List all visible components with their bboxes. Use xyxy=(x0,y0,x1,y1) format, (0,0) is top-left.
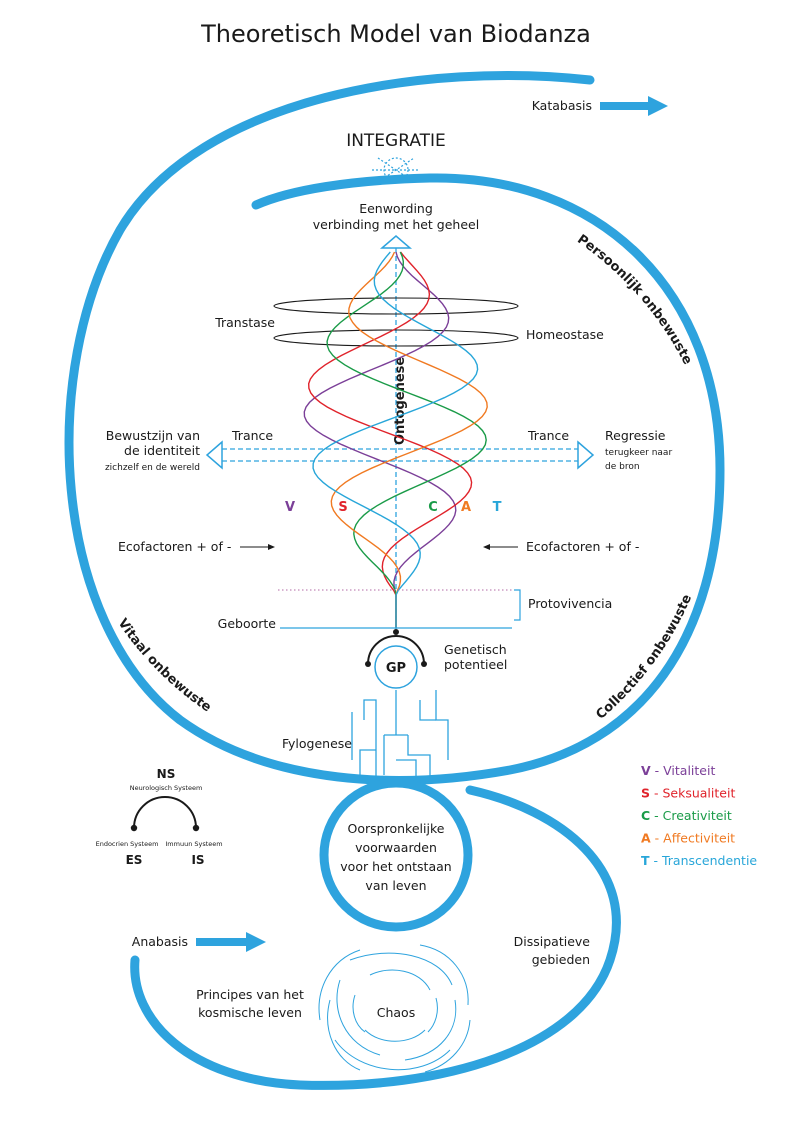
katabasis-label: Katabasis xyxy=(532,98,592,113)
helix-line-creativiteit xyxy=(326,251,487,628)
dissipatieve-line2: gebieden xyxy=(532,952,590,967)
gp-circle xyxy=(374,645,418,689)
helix-letter-c: C xyxy=(428,500,438,515)
homeostase-ellipse xyxy=(273,329,519,347)
fylogenese-tree xyxy=(351,690,449,780)
eenwording-line1: Eenwording xyxy=(359,201,433,216)
helix-letter-s: S xyxy=(338,500,347,515)
oorspronkelijke-line2: voorwaarden xyxy=(355,840,437,855)
principes-line1: Principes van het xyxy=(196,987,304,1002)
eenwording-line2: verbinding met het geheel xyxy=(313,217,479,232)
dissipatieve-line1: Dissipatieve xyxy=(514,934,591,949)
integration-symbol-icon xyxy=(372,157,420,183)
regressie-line2: terugkeer naar xyxy=(605,448,672,458)
fylogenese-label: Fylogenese xyxy=(282,736,352,751)
gp-arc-right-dot xyxy=(421,661,427,667)
anabasis-label: Anabasis xyxy=(132,934,188,949)
regressie-line3: de bron xyxy=(605,462,640,472)
legend: V - Vitaliteit S - Seksualiteit C - Creati… xyxy=(641,763,757,868)
helix-lines xyxy=(303,251,488,628)
legend-item-vitaliteit: V - Vitaliteit xyxy=(641,763,715,778)
transtase-label: Transtase xyxy=(214,315,275,330)
legend-item-creativiteit: C - Creativiteit xyxy=(641,808,732,823)
helix-line-transcendentie xyxy=(312,251,479,628)
trance-left-label: Trance xyxy=(231,428,273,443)
transtase-ellipse xyxy=(273,297,519,315)
genetisch-line1: Genetisch xyxy=(444,642,507,657)
genetisch-line2: potentieel xyxy=(444,657,507,672)
chaos-swirl-icon xyxy=(318,944,471,1073)
bewustzijn-line3: zichzelf en de wereld xyxy=(105,463,200,473)
helix-letter-v: V xyxy=(285,500,295,515)
regressie-line1: Regressie xyxy=(605,428,666,443)
right-arrow-icon xyxy=(577,440,595,470)
legend-item-seksualiteit: S - Seksualiteit xyxy=(641,786,735,801)
helix-line-vitaliteit xyxy=(303,251,457,628)
gp-label: GP xyxy=(386,661,406,676)
protovivencia-label: Protovivencia xyxy=(528,596,612,611)
chaos-label: Chaos xyxy=(377,1005,415,1020)
page-title: Theoretisch Model van Biodanza xyxy=(200,20,591,48)
small-circle xyxy=(319,778,473,932)
ontogenese-label: Ontogenese xyxy=(393,357,408,445)
geboorte-label: Geboorte xyxy=(218,616,277,631)
left-arrow-icon xyxy=(205,440,223,470)
gp-arc xyxy=(367,635,425,665)
protovivencia-bracket xyxy=(514,589,521,621)
ecofactoren-left-label: Ecofactoren + of - xyxy=(118,539,231,554)
main-spiral xyxy=(64,70,725,785)
ecofactoren-left-arrowhead-icon xyxy=(268,544,275,550)
ns-full-label: Neurologisch Systeem xyxy=(130,784,203,792)
lower-spiral xyxy=(130,785,621,1090)
bewustzijn-line1: Bewustzijn van xyxy=(106,428,200,443)
principes-line2: kosmische leven xyxy=(198,1005,302,1020)
oorspronkelijke-line3: voor het ontstaan xyxy=(340,859,451,874)
ecofactoren-right-label: Ecofactoren + of - xyxy=(526,539,639,554)
gp-origin-dot xyxy=(393,629,399,635)
anabasis-arrow xyxy=(196,932,266,952)
es-label: ES xyxy=(126,853,143,867)
bewustzijn-line2: de identiteit xyxy=(124,443,200,458)
is-label: IS xyxy=(191,853,204,867)
is-full-label: Immuun Systeem xyxy=(165,840,222,848)
ecofactoren-right-arrowhead-icon xyxy=(483,544,490,550)
legend-item-transcendentie: T - Transcendentie xyxy=(641,853,757,868)
ns-label: NS xyxy=(157,767,176,781)
legend-item-affectiviteit: A - Affectiviteit xyxy=(641,831,735,846)
helix-letter-t: T xyxy=(493,500,502,515)
ns-arc xyxy=(133,796,197,829)
es-dot xyxy=(130,824,138,832)
trance-right-label: Trance xyxy=(527,428,569,443)
gp-arc-left-dot xyxy=(365,661,371,667)
helix-line-affectiviteit xyxy=(330,251,488,628)
is-dot xyxy=(192,824,200,832)
top-arrow-icon xyxy=(379,235,413,249)
oorspronkelijke-line1: Oorspronkelijke xyxy=(348,821,445,836)
helix-letter-a: A xyxy=(461,500,471,515)
es-full-label: Endocrien Systeem xyxy=(96,840,159,848)
integratie-heading: INTEGRATIE xyxy=(346,131,446,151)
homeostase-label: Homeostase xyxy=(526,327,604,342)
oorspronkelijke-line4: van leven xyxy=(365,878,426,893)
helix-line-seksualiteit xyxy=(307,251,473,628)
katabasis-arrow xyxy=(600,96,668,116)
